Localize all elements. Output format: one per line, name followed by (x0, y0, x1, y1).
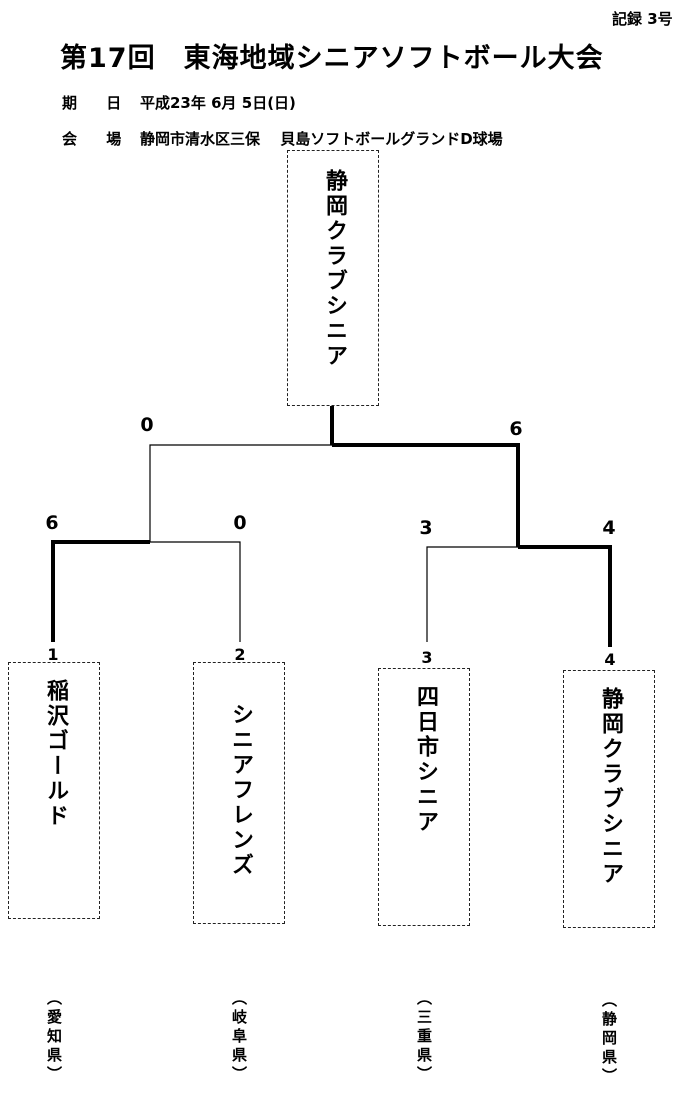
team2-prefecture: （岐阜県） (230, 990, 248, 1085)
team2-box: シニアフレンズ (193, 662, 285, 924)
team4-name: 静岡クラブシニア (598, 687, 623, 887)
date-value: 平成23年 6月 5日(日) (140, 94, 296, 112)
semi-left-score-team2: 0 (233, 512, 247, 534)
semi-left-score-team1: 6 (45, 512, 59, 534)
final-right-line (332, 443, 520, 547)
team2-seed: 2 (234, 645, 246, 664)
venue-label: 会 場 (62, 130, 134, 148)
champion-box: 静岡クラブシニア (287, 150, 379, 406)
team4-box: 静岡クラブシニア (563, 670, 655, 928)
team3-box: 四日市シニア (378, 668, 470, 926)
semi-right-loser-line (426, 546, 518, 642)
team3-seed: 3 (421, 648, 433, 667)
semi-right-score-team3: 3 (419, 517, 433, 539)
team3-name: 四日市シニア (413, 685, 438, 835)
page-title: 第17回 東海地域シニアソフトボール大会 (60, 43, 604, 74)
semi-right-score-team4: 4 (602, 517, 616, 539)
semi-left-winner-line (51, 540, 150, 642)
team3-prefecture: （三重県） (415, 990, 433, 1085)
final-score-right: 6 (509, 418, 523, 440)
final-score-left: 0 (140, 414, 154, 436)
venue-value: 静岡市清水区三保 貝島ソフトボールグランドD球場 (140, 130, 503, 148)
team1-prefecture: （愛知県） (45, 990, 63, 1085)
team1-seed: 1 (47, 645, 59, 664)
record-number: 記録 3号 (612, 10, 673, 28)
semi-right-winner-line (518, 545, 612, 647)
final-left-line (149, 444, 332, 542)
team4-prefecture: （静岡県） (600, 992, 618, 1087)
champion-name: 静岡クラブシニア (322, 169, 347, 369)
team1-box: 稲沢ゴールド (8, 662, 100, 919)
team2-name: シニアフレンズ (228, 703, 253, 878)
team4-seed: 4 (604, 650, 616, 669)
semi-left-loser-line (150, 541, 241, 642)
team1-name: 稲沢ゴールド (43, 679, 68, 829)
date-label: 期 日 (62, 94, 134, 112)
